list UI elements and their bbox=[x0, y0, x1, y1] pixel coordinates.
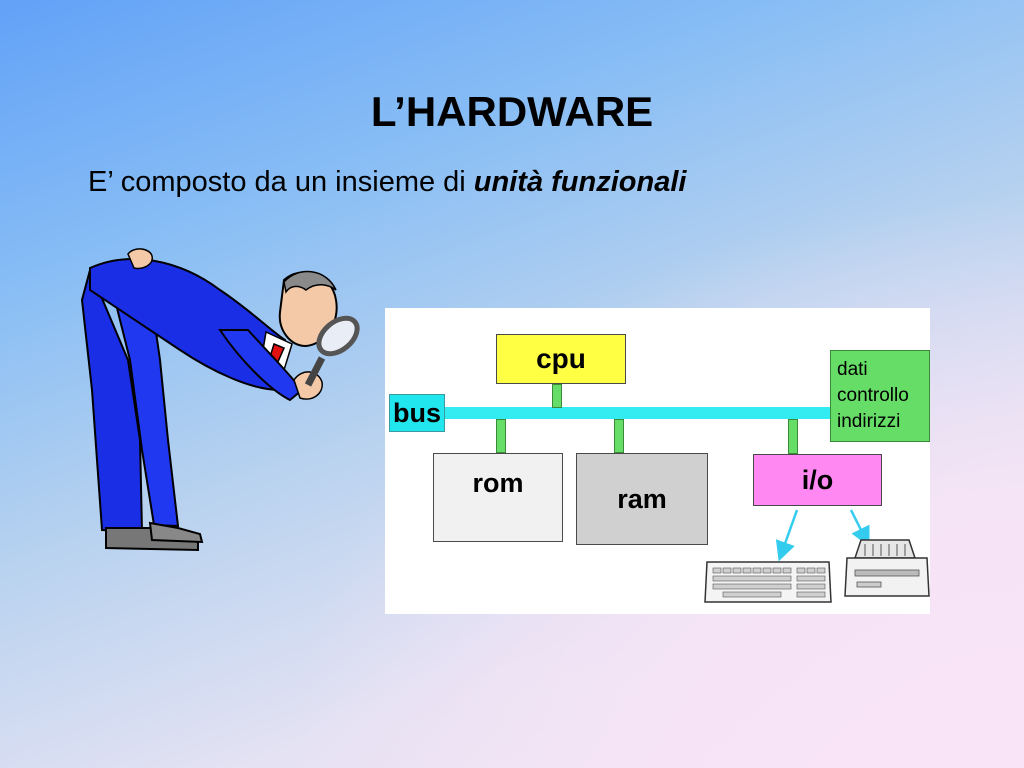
magnifying-glass-icon bbox=[304, 315, 360, 387]
io-bus-connector bbox=[788, 419, 798, 454]
system-bus-line bbox=[443, 407, 833, 419]
slide-subtitle: E’ composto da un insieme di unità funzi… bbox=[88, 166, 686, 199]
io-box: i/o bbox=[753, 454, 882, 506]
slide-title: L’HARDWARE bbox=[370, 88, 654, 135]
cpu-bus-connector bbox=[552, 384, 562, 408]
bus-lines-box: dati controllo indirizzi bbox=[830, 350, 930, 442]
bus-line-data: dati bbox=[837, 359, 868, 380]
inspector-clipart bbox=[80, 248, 360, 552]
cpu-box: cpu bbox=[496, 334, 626, 384]
subtitle-text: E’ composto da un insieme di bbox=[88, 166, 474, 198]
rom-bus-connector bbox=[496, 419, 506, 453]
bus-line-address: indirizzi bbox=[837, 411, 901, 432]
ram-bus-connector bbox=[614, 419, 624, 453]
peripherals bbox=[704, 509, 930, 603]
ram-box: ram bbox=[576, 453, 708, 545]
bus-line-control: controllo bbox=[837, 385, 909, 406]
rom-box: rom bbox=[433, 453, 563, 542]
bus-label-box: bus bbox=[389, 394, 445, 432]
printer-icon bbox=[844, 539, 930, 597]
hardware-diagram: cpu bus rom ram i/o dati controllo indir… bbox=[385, 308, 930, 614]
subtitle-emphasis: unità funzionali bbox=[473, 166, 687, 198]
keyboard-icon bbox=[704, 561, 832, 603]
